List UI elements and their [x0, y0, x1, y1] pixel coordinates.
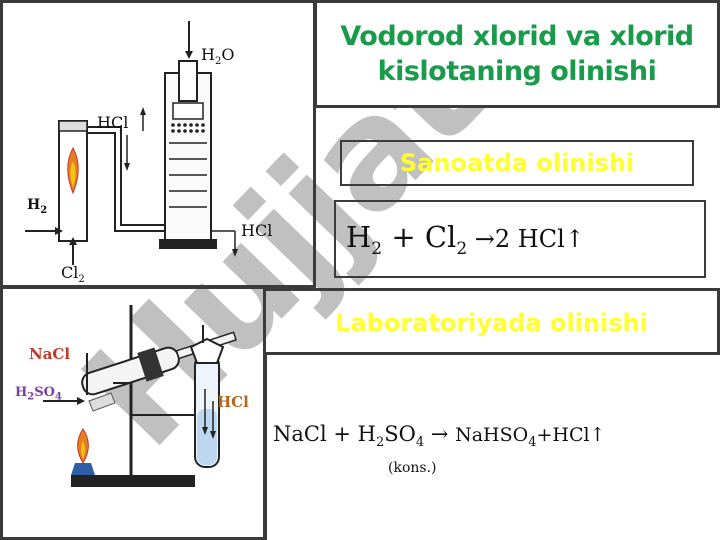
laboratory-heading: Laboratoriyada olinishi	[335, 308, 648, 337]
label-h2so4: H2SO4	[15, 385, 62, 403]
industrial-heading-box: Sanoatda olinishi	[340, 140, 694, 186]
industrial-equation: H2 + Cl2 →2 HCl↑	[346, 220, 585, 259]
label-hcl-lab: HCl	[217, 393, 249, 411]
label-h2o: H2O	[201, 45, 235, 68]
laboratory-heading-box: Laboratoriyada olinishi	[266, 288, 720, 354]
label-hcl-top: HCl	[97, 113, 129, 132]
page-title: Vodorod xlorid va xlorid kislotaning oli…	[340, 21, 694, 87]
title-box: Vodorod xlorid va xlorid kislotaning oli…	[314, 0, 720, 108]
concentrated-note: (kons.)	[388, 460, 437, 476]
industrial-equation-box: H2 + Cl2 →2 HCl↑	[334, 200, 706, 278]
laboratory-equation: NaCl + H2SO4 → NaHSO4+HCl↑	[273, 422, 606, 451]
industrial-diagram-panel: H2O HCl HCl H2 Cl2	[0, 0, 316, 288]
label-cl2: Cl2	[61, 263, 85, 286]
laboratory-diagram-panel: NaCl H2SO4 HCl	[0, 286, 266, 540]
laboratory-equation-panel	[264, 352, 720, 540]
industrial-apparatus-diagram	[25, 21, 238, 265]
laboratory-apparatus-diagram	[43, 305, 238, 487]
label-nacl: NaCl	[29, 345, 71, 363]
industrial-heading: Sanoatda olinishi	[399, 149, 635, 177]
label-hcl-bottom: HCl	[241, 221, 273, 240]
label-h2: H2	[27, 197, 48, 216]
